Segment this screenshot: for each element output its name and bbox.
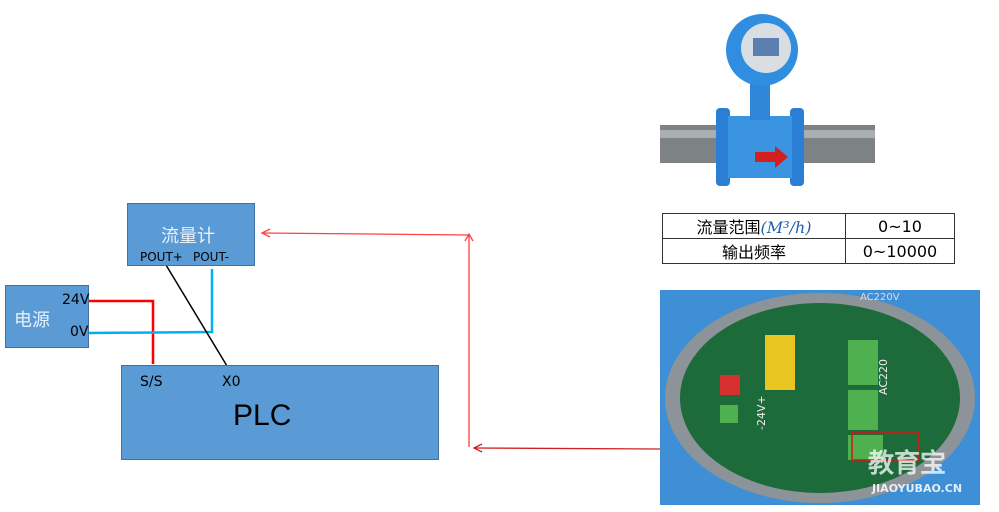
spec-unit: (M³/h): [760, 218, 812, 237]
table-row: 流量范围(M³/h) 0~10: [662, 213, 955, 239]
arrowhead-top: [464, 232, 474, 242]
board-label-24v: -24V+: [755, 395, 768, 430]
arrowhead-board: [472, 443, 483, 453]
power-box: 电源 24V 0V: [5, 285, 89, 348]
board-label-ac: AC220V: [860, 292, 900, 303]
wire-24v: [89, 299, 155, 364]
spec-value: 0~10000: [845, 238, 955, 264]
ss-label: S/S: [140, 374, 163, 390]
plc-box: S/S X0 PLC: [121, 365, 439, 460]
power-title: 电源: [14, 310, 50, 331]
pout-minus-label: POUT-: [193, 250, 230, 264]
flowmeter-box: 流量计 POUT+ POUT-: [127, 203, 255, 266]
table-row: 输出频率 0~10000: [662, 238, 955, 264]
arrowhead-flowmeter: [260, 228, 271, 238]
v0-label: 0V: [70, 324, 89, 340]
watermark-logo: 教育宝: [868, 448, 946, 479]
board-label-ac220: AC220: [877, 359, 890, 395]
flowmeter-title: 流量计: [161, 226, 215, 247]
wire-0v: [88, 269, 214, 335]
highlight-terminal: [851, 431, 919, 461]
v24-label: 24V: [62, 292, 90, 308]
spec-label: 流量范围: [696, 218, 761, 237]
pout-plus-label: POUT+: [140, 250, 183, 264]
watermark-url: JIAOYUBAO.CN: [871, 482, 962, 495]
wire-signal: [165, 264, 228, 367]
x0-label: X0: [222, 374, 241, 390]
plc-title: PLC: [233, 399, 292, 432]
spec-table: 流量范围(M³/h) 0~10 输出频率 0~10000: [662, 213, 955, 264]
spec-label: 输出频率: [662, 238, 846, 264]
flow-direction-arrow-icon: [755, 146, 788, 168]
